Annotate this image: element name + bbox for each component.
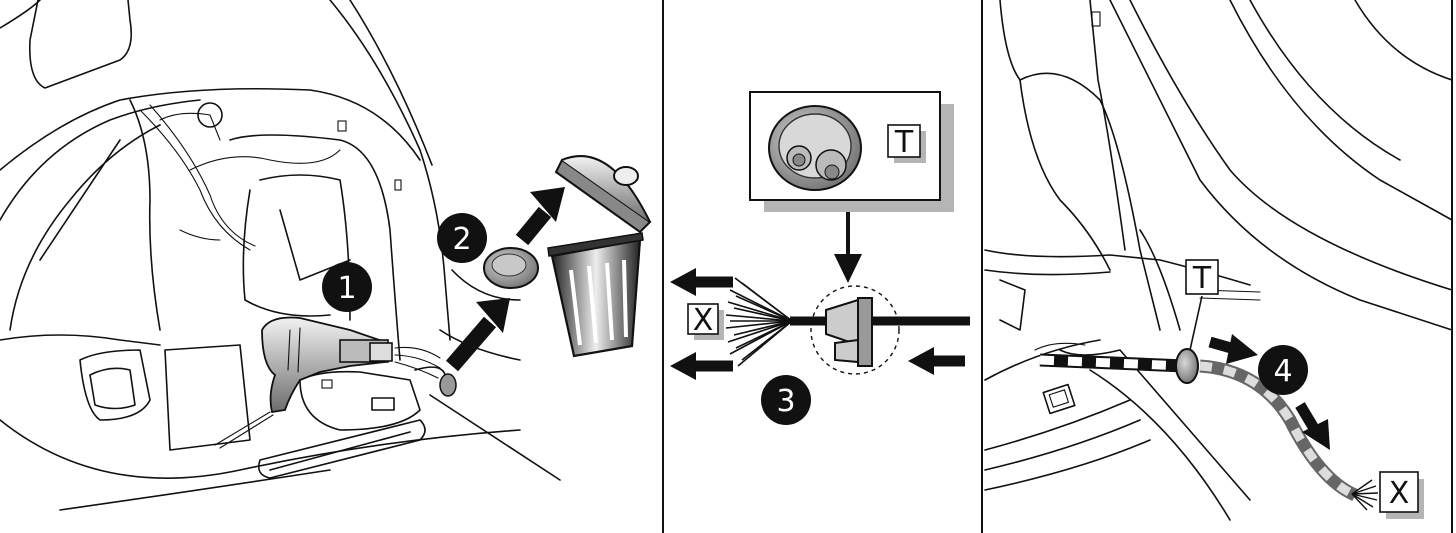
arrow-left-bottom <box>670 352 733 380</box>
label-t-right-text: T <box>1192 261 1212 296</box>
label-t-right: T <box>1186 260 1218 350</box>
step-1-badge: 1 <box>322 262 372 312</box>
grommet-icon <box>484 248 538 288</box>
arrow-left-push <box>908 347 965 375</box>
step-3-number: 3 <box>776 384 795 419</box>
trash-bin-icon <box>548 156 650 356</box>
label-x-right-text: X <box>1389 476 1410 511</box>
label-x-right: X <box>1380 472 1424 519</box>
wire-bundle-icon <box>726 278 792 366</box>
arrow-right-along-cable <box>1210 334 1258 364</box>
step-2-number: 2 <box>452 222 471 257</box>
step-4-badge: 4 <box>1258 345 1308 395</box>
step-3-badge: 3 <box>761 375 811 425</box>
grommet-on-cable-icon <box>826 298 872 366</box>
arrow-down-head <box>834 254 862 283</box>
arrow-left-top <box>670 268 733 296</box>
label-x-left: X <box>688 303 724 340</box>
arrow-to-bin <box>522 212 545 240</box>
step-2-badge: 2 <box>437 213 487 263</box>
label-x-left-text: X <box>693 303 714 338</box>
step-1-number: 1 <box>337 271 356 306</box>
step-4-number: 4 <box>1273 354 1292 389</box>
arrow-up-into-hole <box>452 322 490 366</box>
label-t-top: T <box>888 125 926 163</box>
grommet-detail-icon <box>769 106 861 190</box>
wire-bundle-end-icon <box>1352 480 1378 510</box>
label-t-top-text: T <box>894 125 914 160</box>
